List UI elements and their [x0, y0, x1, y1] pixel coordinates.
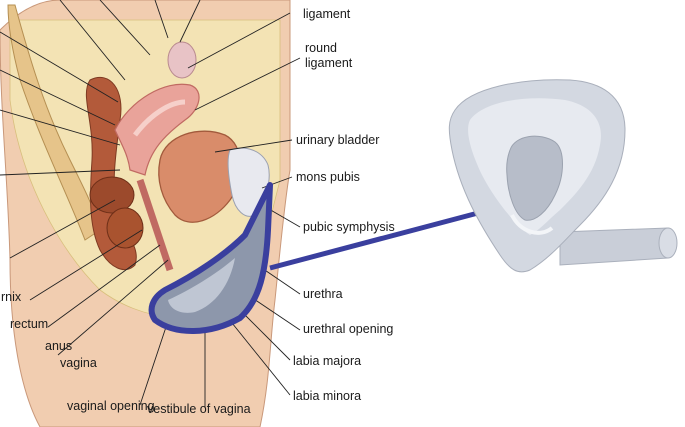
rectum-shape — [85, 77, 137, 270]
sacrum — [7, 4, 101, 241]
label-urethra: urethra — [303, 287, 343, 301]
product-lip — [510, 214, 554, 235]
label-urinary-bladder: urinary bladder — [296, 133, 380, 147]
label-round-ligament-line2: ligament — [305, 56, 353, 70]
label-pubic-symphysis: pubic symphysis — [303, 220, 395, 234]
label-labia-majora: labia majora — [293, 354, 362, 368]
label-urethral-opening: urethral opening — [303, 322, 394, 336]
label-anus: anus — [45, 339, 73, 353]
label-rectum: rectum — [10, 317, 49, 331]
ovary-shape — [167, 41, 197, 79]
rectum-coil-2 — [106, 207, 144, 249]
label-vagina: vagina — [60, 356, 97, 370]
label-ligament: ligament — [303, 7, 351, 21]
label-mons-pubis: mons pubis — [296, 170, 360, 184]
label-vestibule-of-vagina: vestibule of vagina — [147, 402, 251, 416]
rectum-coil — [89, 176, 135, 214]
label-labia-minora: labia minora — [293, 389, 362, 403]
label-round-ligament-line1: round — [305, 41, 337, 55]
label-fornix-partial: rnix — [1, 290, 22, 304]
product-render — [448, 79, 678, 273]
leader-lines — [0, 0, 301, 408]
uterus-shape — [114, 83, 200, 176]
product-opening — [506, 135, 563, 221]
product-stem-end — [658, 227, 678, 259]
label-vaginal-opening: vaginal opening — [67, 399, 155, 413]
device-inner-shade — [168, 258, 235, 313]
uterus-lining — [133, 99, 186, 137]
connector-line — [269, 210, 479, 271]
